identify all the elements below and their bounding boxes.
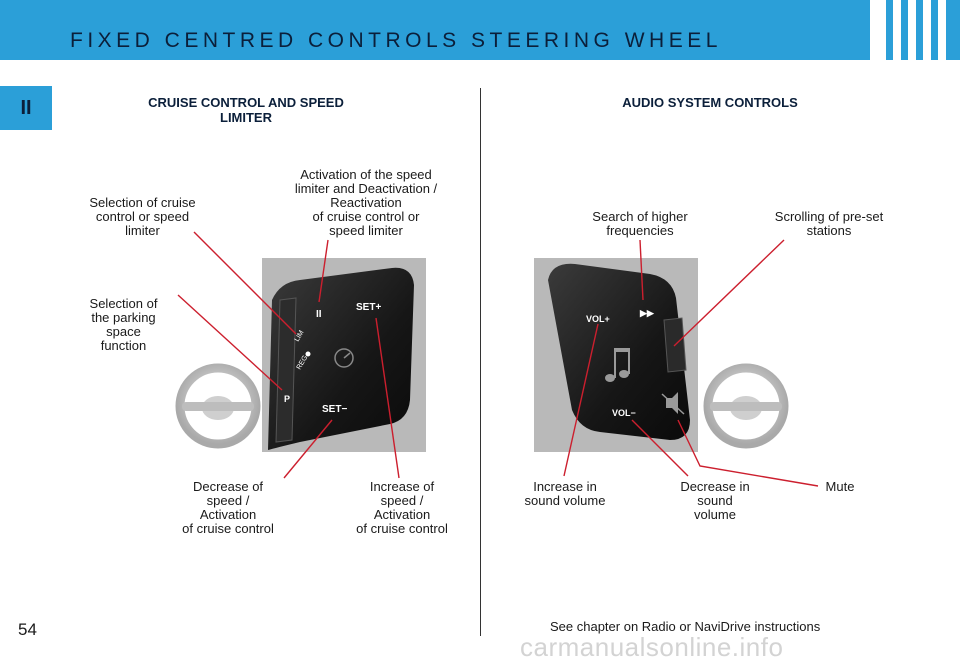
lim-marking: LIM: [294, 329, 306, 343]
caption-increase-volume: Increase in sound volume: [505, 480, 625, 508]
caption-line: of cruise control: [182, 521, 274, 536]
caption-line: sound volume: [524, 493, 606, 508]
vol-minus-marking: VOL−: [612, 408, 636, 418]
cruise-title-line2: LIMITER: [220, 110, 272, 125]
caption-line: frequencies: [606, 223, 674, 238]
set-plus-marking: SET+: [356, 302, 381, 313]
caption-line: Decrease in: [680, 479, 750, 494]
caption-line: Activation of the speed: [300, 167, 432, 182]
caption-search-higher-frequencies: Search of higher frequencies: [565, 210, 715, 238]
page-header: FIXED CENTRED CONTROLS STEERING WHEEL: [0, 0, 960, 60]
caption-line: control or speed: [95, 209, 190, 224]
caption-mute: Mute: [810, 480, 870, 494]
audio-section-title: AUDIO SYSTEM CONTROLS: [622, 95, 798, 110]
caption-activation-speed-limiter: Activation of the speed limiter and Deac…: [266, 168, 466, 238]
caption-scrolling-preset-stations: Scrolling of pre-set stations: [745, 210, 913, 238]
caption-line: the parking: [91, 310, 156, 325]
park-marking: P: [284, 394, 290, 404]
header-stripes: [870, 0, 946, 60]
caption-line: sound: [697, 493, 733, 508]
caption-line: limiter and Deactivation /: [294, 181, 438, 196]
leader-activation: [318, 239, 329, 303]
caption-line: limiter: [125, 223, 160, 238]
steering-wheel-right-icon: [703, 363, 789, 449]
vol-plus-marking: VOL+: [586, 314, 610, 324]
pause-marking: II: [316, 309, 322, 320]
caption-decrease-speed: Decrease of speed / Activation of cruise…: [160, 480, 296, 536]
caption-line: volume: [694, 507, 736, 522]
audio-control-stalk: VOL+ ▶▶ VOL−: [548, 263, 690, 440]
caption-line: function: [100, 338, 147, 353]
page-title: FIXED CENTRED CONTROLS STEERING WHEEL: [70, 29, 722, 52]
caption-selection-cruise: Selection of cruise control or speed lim…: [60, 196, 225, 238]
cruise-title-line1: CRUISE CONTROL AND SPEED: [148, 95, 344, 110]
caption-line: of cruise control or: [312, 209, 420, 224]
caption-line: Mute: [825, 479, 855, 494]
leader-selection-cruise: [193, 231, 297, 335]
set-minus-marking: SET−: [322, 404, 347, 415]
seek-marking: ▶▶: [639, 308, 655, 318]
caption-increase-speed: Increase of speed / Activation of cruise…: [334, 480, 470, 536]
leader-decrease-speed: [283, 419, 333, 479]
leader-parking: [177, 294, 283, 391]
caption-line: Reactivation: [330, 195, 402, 210]
leader-decrease-volume: [631, 419, 689, 477]
leader-increase-speed: [375, 317, 400, 479]
caption-line: speed limiter: [329, 223, 403, 238]
caption-line: Selection of cruise: [89, 195, 196, 210]
caption-line: Activation: [199, 507, 257, 522]
caption-line: Selection of: [89, 296, 158, 311]
leader-search-higher: [639, 239, 644, 301]
music-note-icon: [605, 348, 630, 382]
caption-line: space: [106, 324, 141, 339]
page-number: 54: [18, 620, 37, 639]
caption-line: of cruise control: [356, 521, 448, 536]
caption-line: Scrolling of pre-set: [774, 209, 884, 224]
leader-mute: [677, 419, 819, 487]
leader-scrolling: [673, 239, 785, 347]
cruise-section-title: CRUISE CONTROL AND SPEED LIMITER: [86, 95, 406, 125]
caption-decrease-volume: Decrease in sound volume: [655, 480, 775, 522]
chapter-tab: II: [0, 86, 52, 130]
caption-parking-space: Selection of the parking space function: [66, 297, 181, 353]
leader-lines: [177, 231, 819, 487]
caption-line: speed /: [206, 493, 250, 508]
caption-line: Search of higher: [592, 209, 688, 224]
caption-line: Decrease of: [192, 479, 264, 494]
leader-increase-volume: [563, 323, 599, 477]
column-divider: [480, 88, 481, 636]
watermark: carmanualsonline.info: [520, 632, 784, 662]
speedometer-icon: [334, 348, 354, 368]
caption-line: speed /: [380, 493, 424, 508]
caption-line: Increase of: [369, 479, 435, 494]
caption-line: Activation: [373, 507, 431, 522]
footer-note: See chapter on Radio or NaviDrive instru…: [550, 619, 821, 634]
mute-speaker-icon: [661, 392, 685, 415]
caption-line: Increase in: [533, 479, 597, 494]
steering-wheel-left-icon: [175, 363, 261, 449]
caption-line: stations: [806, 223, 852, 238]
cruise-control-stalk: II LIM REG P SET+ SET−: [268, 267, 414, 450]
